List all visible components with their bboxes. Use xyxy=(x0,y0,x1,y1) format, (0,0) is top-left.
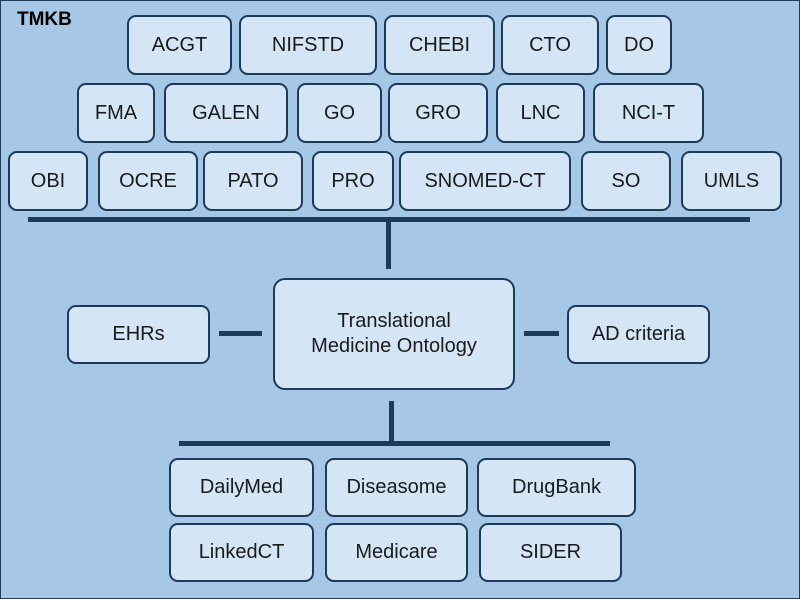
ontology-box-nci-t: NCI-T xyxy=(593,83,704,143)
ehrs-box: EHRs xyxy=(67,305,210,364)
ontology-box-pro: PRO xyxy=(312,151,394,211)
ontology-box-do: DO xyxy=(606,15,672,75)
ad-criteria-connector-line xyxy=(524,331,559,336)
translational-medicine-ontology-box: Translational Medicine Ontology xyxy=(273,278,515,390)
ad-criteria-box: AD criteria xyxy=(567,305,710,364)
ontology-box-chebi: CHEBI xyxy=(384,15,495,75)
ontology-box-pato: PATO xyxy=(203,151,303,211)
ontology-to-center-line xyxy=(386,222,391,269)
ontology-bus-line xyxy=(28,217,750,222)
ontology-box-fma: FMA xyxy=(77,83,155,143)
ontology-box-galen: GALEN xyxy=(164,83,288,143)
ontology-box-nifstd: NIFSTD xyxy=(239,15,377,75)
dataset-box-sider: SIDER xyxy=(479,523,622,582)
dataset-box-linkedct: LinkedCT xyxy=(169,523,314,582)
dataset-box-medicare: Medicare xyxy=(325,523,468,582)
ehrs-connector-line xyxy=(219,331,262,336)
ontology-box-cto: CTO xyxy=(501,15,599,75)
ontology-box-snomed-ct: SNOMED-CT xyxy=(399,151,571,211)
dataset-box-drugbank: DrugBank xyxy=(477,458,636,517)
center-to-datasets-line xyxy=(389,401,394,444)
ontology-box-ocre: OCRE xyxy=(98,151,198,211)
dataset-box-diseasome: Diseasome xyxy=(325,458,468,517)
dataset-box-dailymed: DailyMed xyxy=(169,458,314,517)
ontology-box-obi: OBI xyxy=(8,151,88,211)
ontology-box-umls: UMLS xyxy=(681,151,782,211)
diagram-title: TMKB xyxy=(17,9,72,30)
ontology-box-lnc: LNC xyxy=(496,83,585,143)
ontology-box-so: SO xyxy=(581,151,671,211)
dataset-bus-line xyxy=(179,441,610,446)
center-label-line2: Medicine Ontology xyxy=(311,335,477,357)
ontology-box-acgt: ACGT xyxy=(127,15,232,75)
ontology-box-go: GO xyxy=(297,83,382,143)
ontology-box-gro: GRO xyxy=(388,83,488,143)
center-label-line1: Translational xyxy=(337,310,451,332)
